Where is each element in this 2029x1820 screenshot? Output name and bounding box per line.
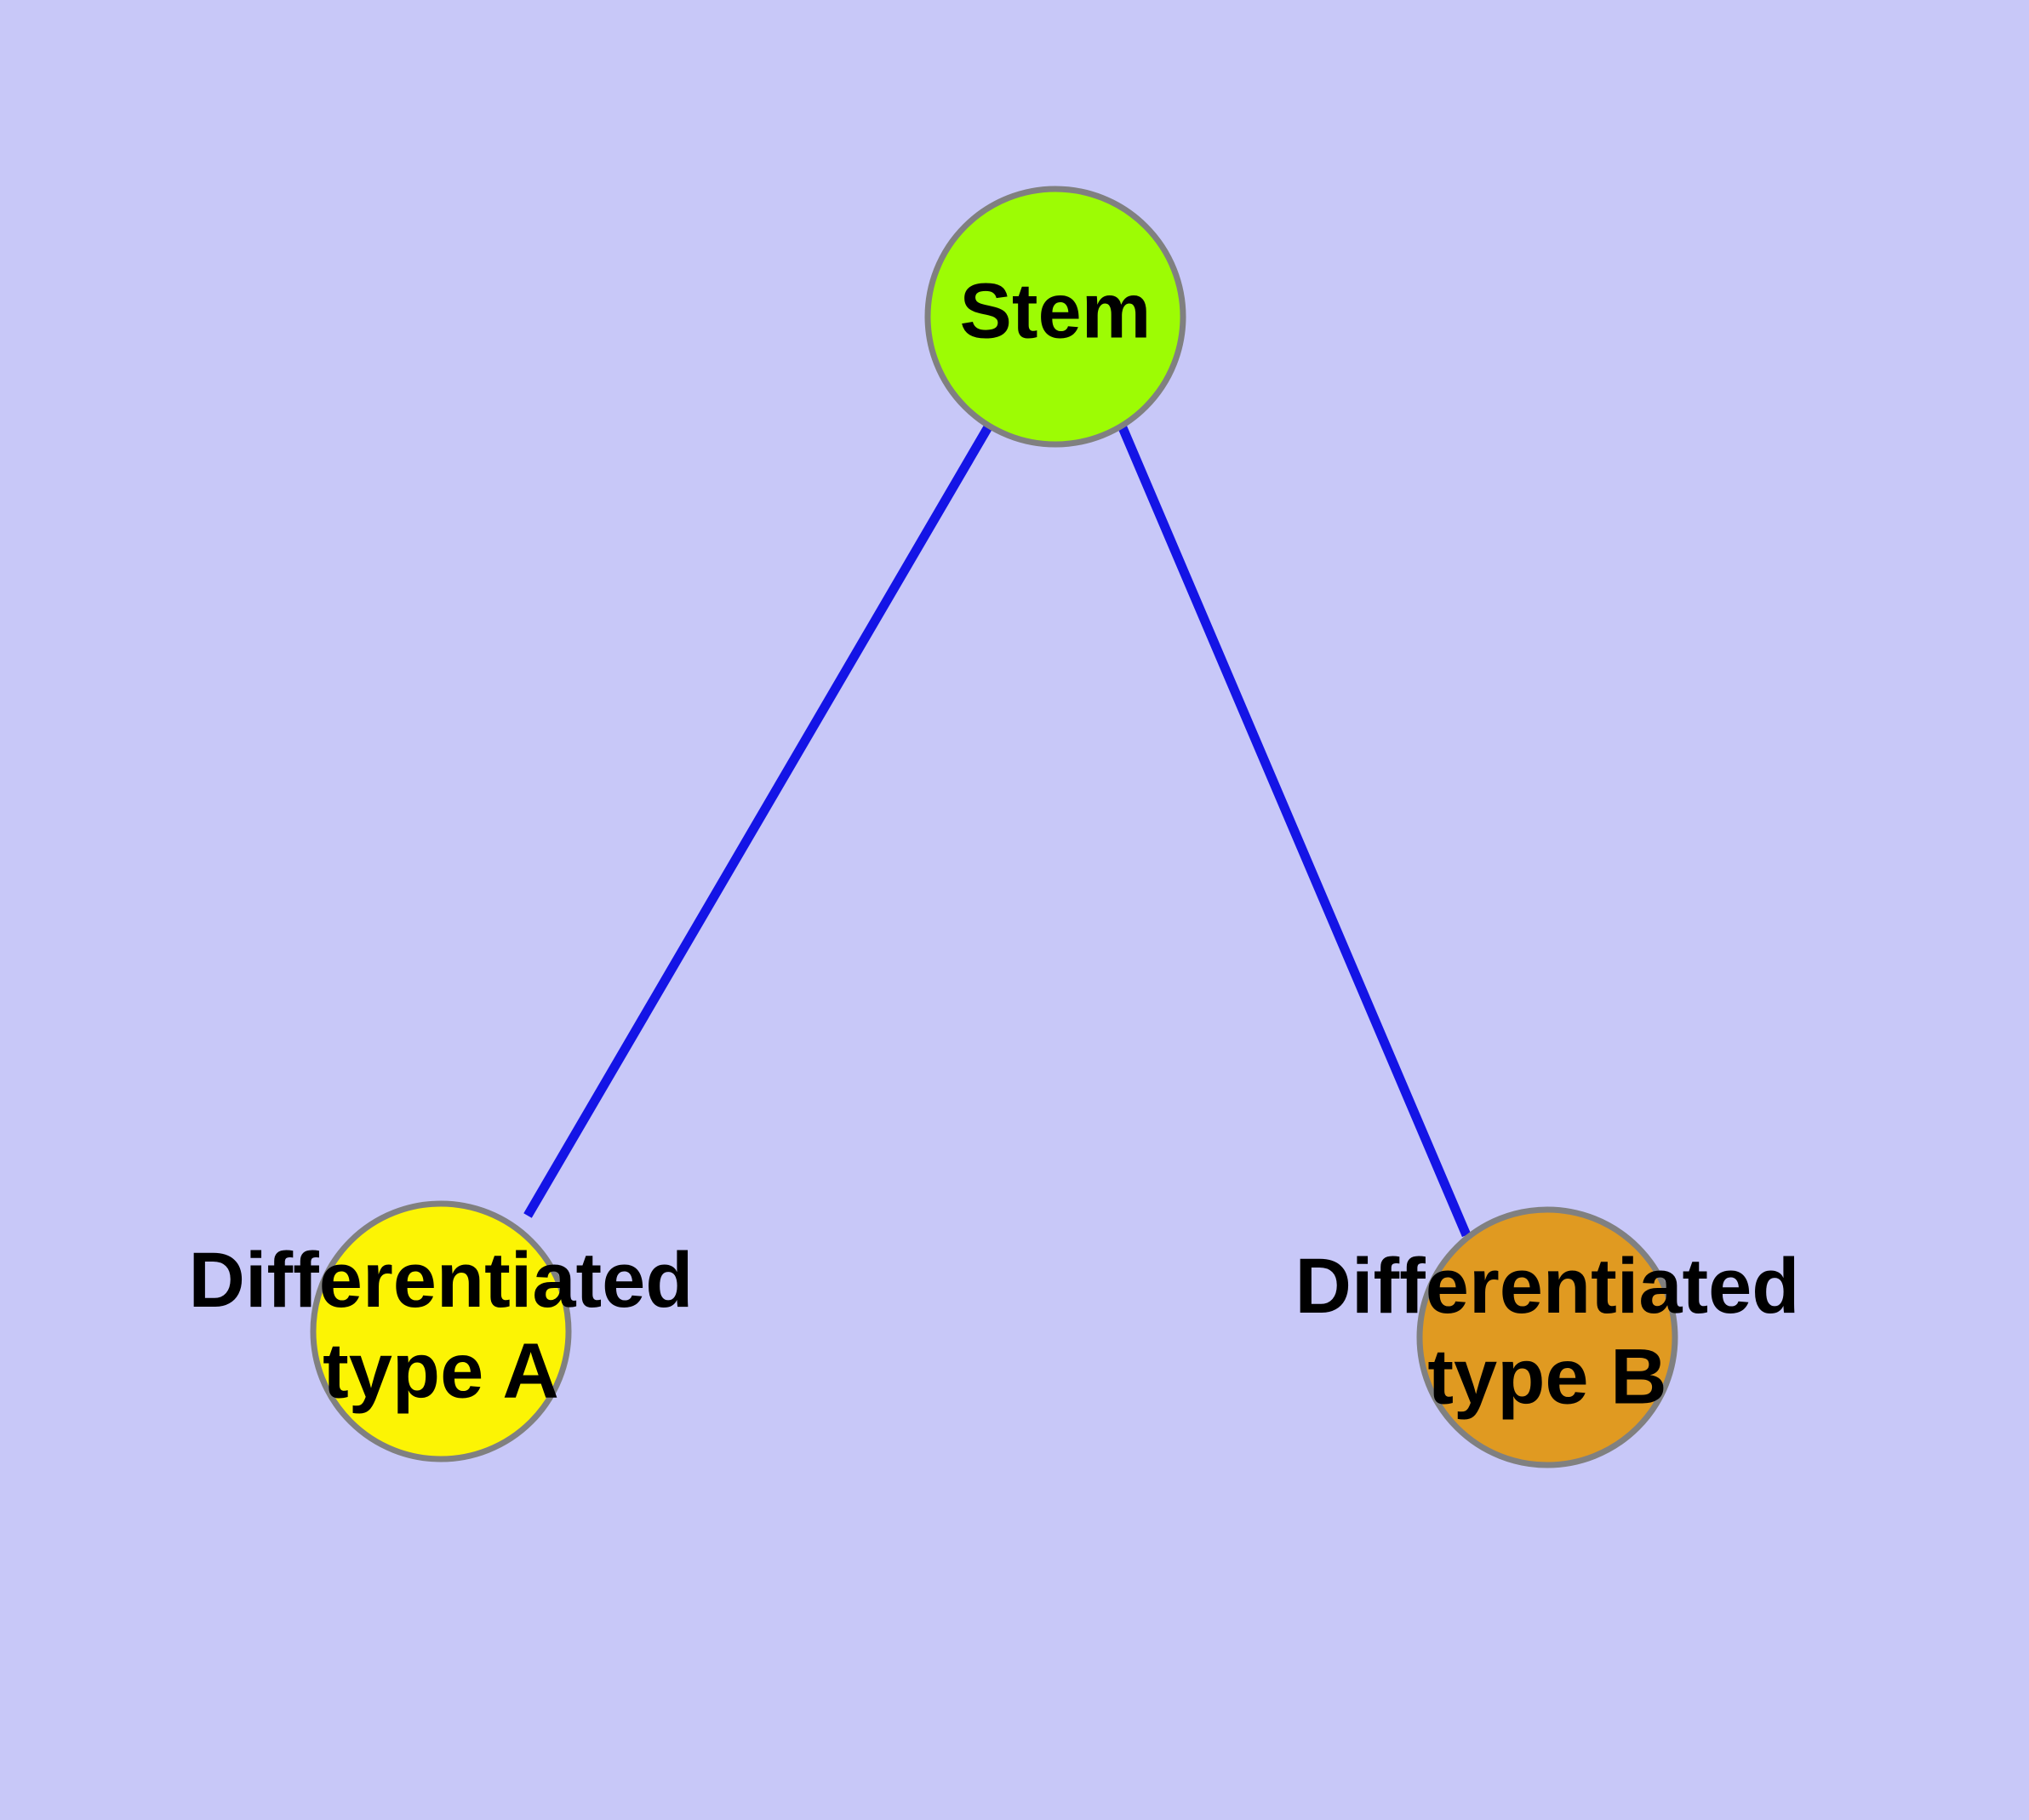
node-label-diff_a-line-2: type A: [323, 1328, 559, 1415]
edge-stem-to-a[interactable]: [523, 423, 993, 1218]
node-label-diff_b-line-1: Differentiated: [1295, 1243, 1800, 1330]
node-label-diff_b-line-2: type B: [1427, 1334, 1666, 1421]
node-circle-diff_a[interactable]: [310, 1200, 572, 1462]
node-stem[interactable]: Stem: [924, 186, 1186, 448]
edge-stem-to-b[interactable]: [1117, 423, 1472, 1238]
node-circle-stem[interactable]: [924, 186, 1186, 448]
node-label-diff_a-line-1: Differentiated: [189, 1237, 694, 1324]
edges-group: [523, 423, 1472, 1238]
node-label-stem-line-1: Stem: [960, 267, 1152, 354]
node-circle-diff_b[interactable]: [1416, 1206, 1678, 1468]
